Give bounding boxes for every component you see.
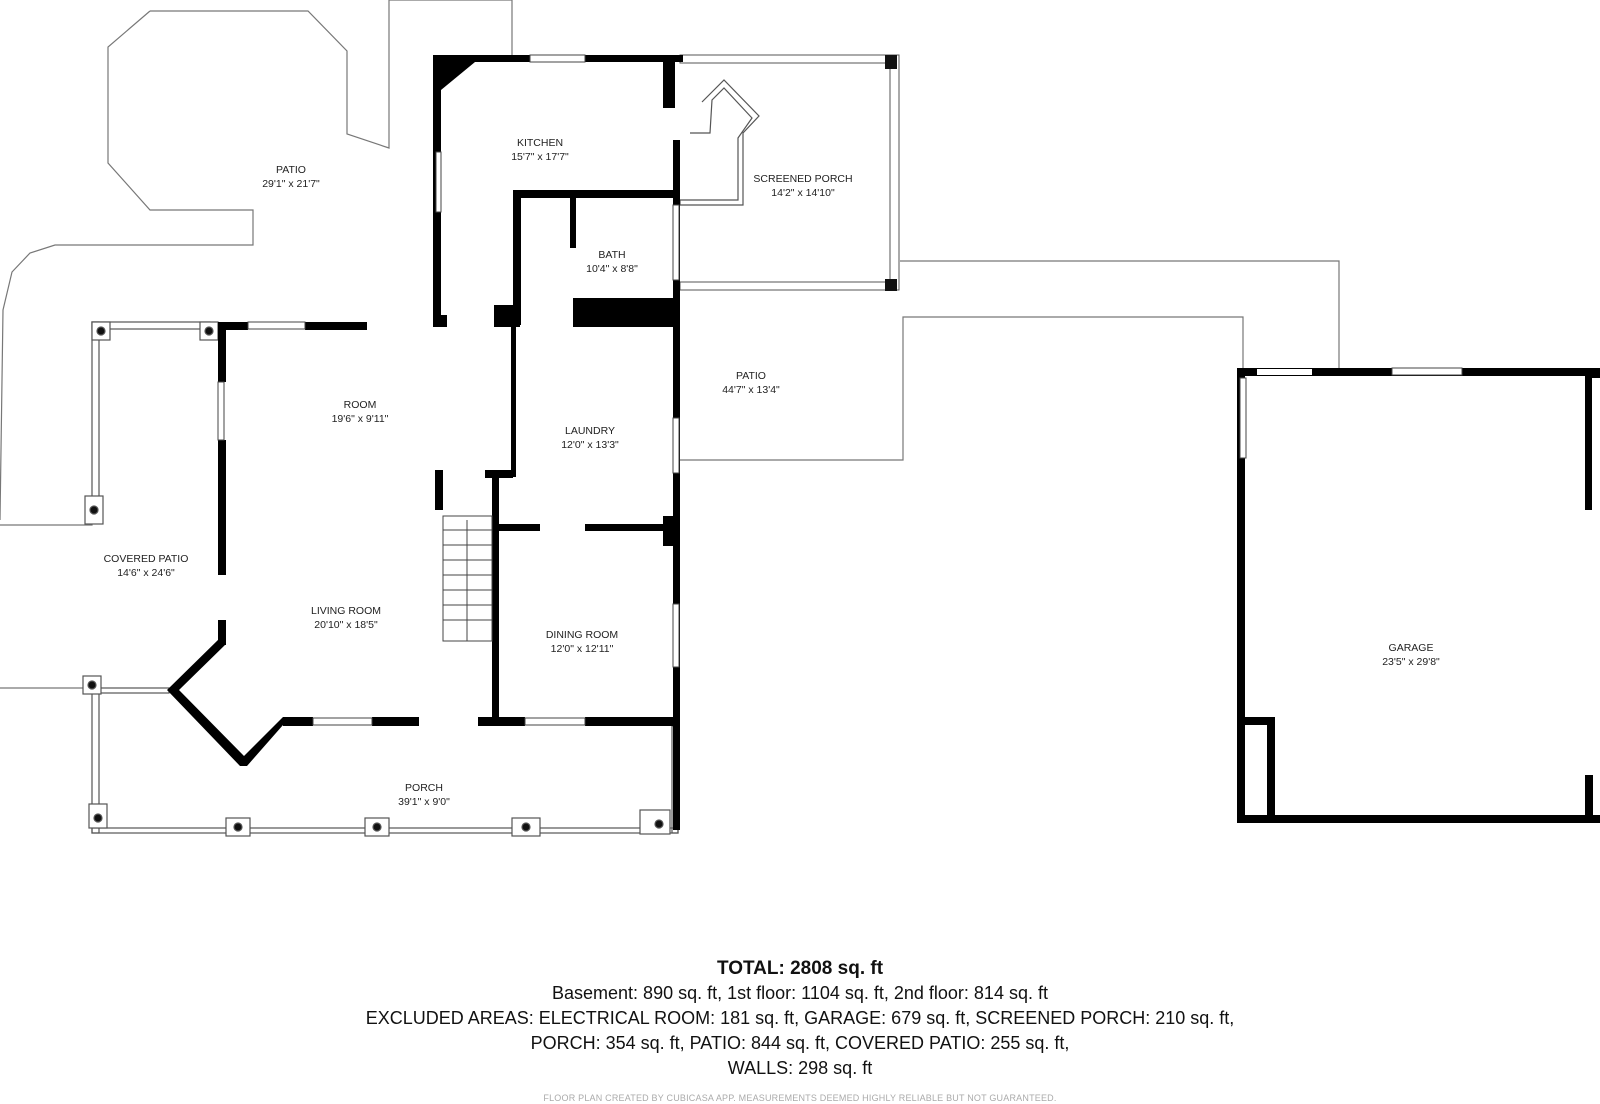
house-walls [167,55,683,830]
columns [82,321,671,837]
screened-porch-walls [679,54,900,291]
garage-walls [1237,367,1600,823]
disclaimer: FLOOR PLAN CREATED BY CUBICASA APP. MEAS… [543,1093,1057,1103]
excluded-areas-3: WALLS: 298 sq. ft [727,1058,873,1078]
excluded-areas-2: PORCH: 354 sq. ft, PATIO: 844 sq. ft, CO… [530,1033,1070,1053]
total-area: TOTAL: 2808 sq. ft [716,958,884,979]
stairs [442,515,493,642]
excluded-areas-1: EXCLUDED AREAS: ELECTRICAL ROOM: 181 sq.… [365,1008,1235,1028]
patio-outline [0,0,1340,689]
area-summary: TOTAL: 2808 sq. ft Basement: 890 sq. ft,… [0,956,1600,1103]
floor-plan [0,0,1600,837]
windows [217,54,680,726]
floor-areas: Basement: 890 sq. ft, 1st floor: 1104 sq… [552,983,1048,1003]
